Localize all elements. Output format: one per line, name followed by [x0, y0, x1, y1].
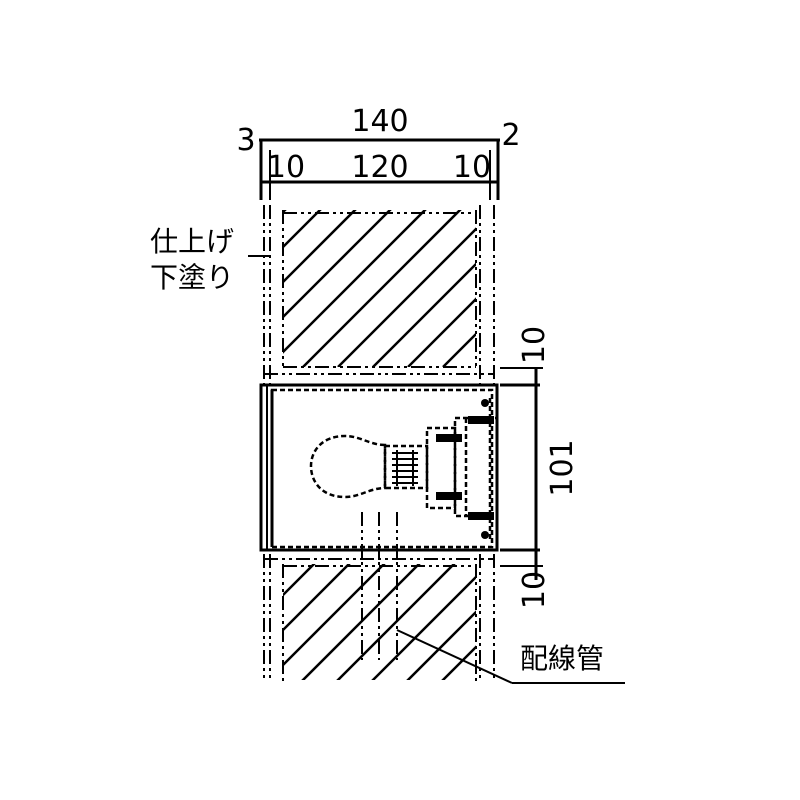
dim-segment-left: 10 — [267, 150, 305, 185]
socket-holder — [425, 426, 457, 510]
conduit — [361, 512, 625, 684]
wall-outline — [263, 205, 495, 682]
lamp-socket — [383, 444, 429, 490]
label-finish: 仕上げ — [150, 225, 234, 258]
dim-box-height: 101 — [545, 439, 580, 496]
label-conduit: 配線管 — [520, 642, 604, 675]
socket-threads — [392, 450, 418, 486]
concrete-upper — [282, 210, 477, 368]
dim-left-offset: 3 — [236, 123, 255, 158]
dim-bottom-gap: 10 — [517, 571, 552, 609]
dim-right-offset: 2 — [501, 118, 520, 153]
finish-annotation: 仕上げ 下塗り — [150, 225, 270, 294]
fixture-inner-housing — [270, 388, 494, 549]
bulb-glass — [309, 434, 387, 499]
bracket-screws — [436, 399, 494, 539]
right-dimension: 10 101 10 — [500, 326, 580, 609]
label-undercoat: 下塗り — [150, 261, 234, 294]
lamp-bulb — [309, 398, 499, 540]
concrete-lower — [282, 564, 477, 682]
dim-top-gap: 10 — [517, 326, 552, 364]
top-dimension: 140 3 2 10 120 10 — [236, 104, 521, 200]
dim-segment-center: 120 — [351, 150, 408, 185]
dim-overall-width: 140 — [351, 104, 408, 139]
dim-segment-right: 10 — [453, 150, 491, 185]
